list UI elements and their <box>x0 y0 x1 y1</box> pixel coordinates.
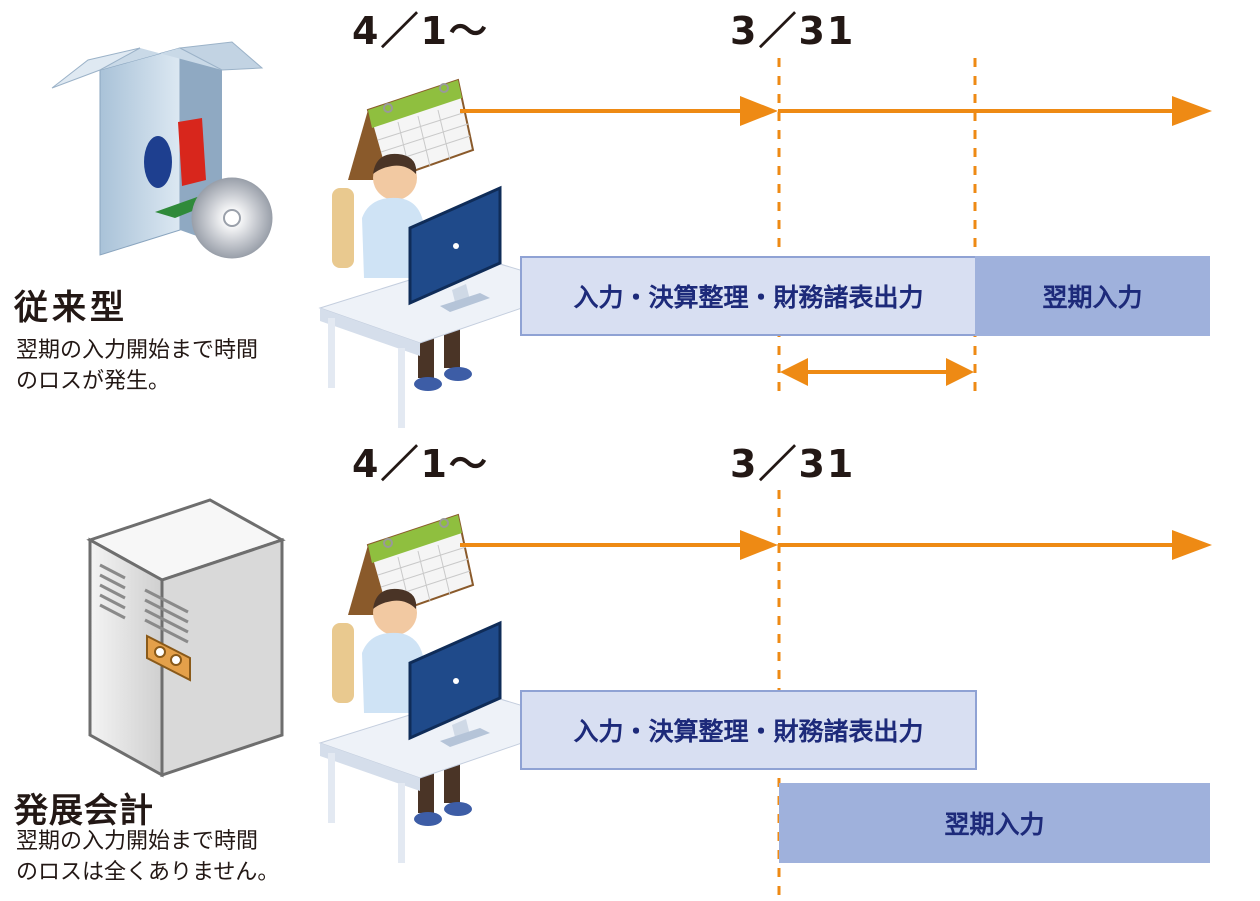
desc-line-1: 翌期の入力開始まで時間 <box>16 338 259 363</box>
bar-next-period-traditional: 翌期入力 <box>975 256 1210 336</box>
bar-next-period-hatten: 翌期入力 <box>779 783 1210 863</box>
desc-line-1: 翌期の入力開始まで時間 <box>16 829 259 854</box>
section-desc-traditional: 翌期の入力開始まで時間 のロスが発生。 <box>16 335 316 397</box>
date-end-top: 3／31 <box>730 9 856 53</box>
bar-closing-hatten: 入力・決算整理・財務諸表出力 <box>520 690 977 770</box>
section-title-traditional: 従来型 <box>14 288 128 328</box>
section-title-hatten: 発展会計 <box>14 791 154 831</box>
software-box-icon <box>51 41 273 259</box>
timeline-arrow-top <box>460 96 1212 126</box>
date-start-bottom: 4／1～ <box>352 442 489 486</box>
date-end-bottom: 3／31 <box>730 442 856 486</box>
timeline-arrow-bottom <box>460 530 1212 560</box>
section-desc-hatten: 翌期の入力開始まで時間 のロスは全くありません。 <box>16 826 316 888</box>
desc-line-2: のロスは全くありません。 <box>16 860 280 885</box>
time-loss-double-arrow <box>780 358 974 386</box>
desc-line-2: のロスが発生。 <box>16 369 171 394</box>
date-start-top: 4／1～ <box>352 9 489 53</box>
server-icon <box>86 498 286 778</box>
bar-closing-traditional: 入力・決算整理・財務諸表出力 <box>520 256 977 336</box>
